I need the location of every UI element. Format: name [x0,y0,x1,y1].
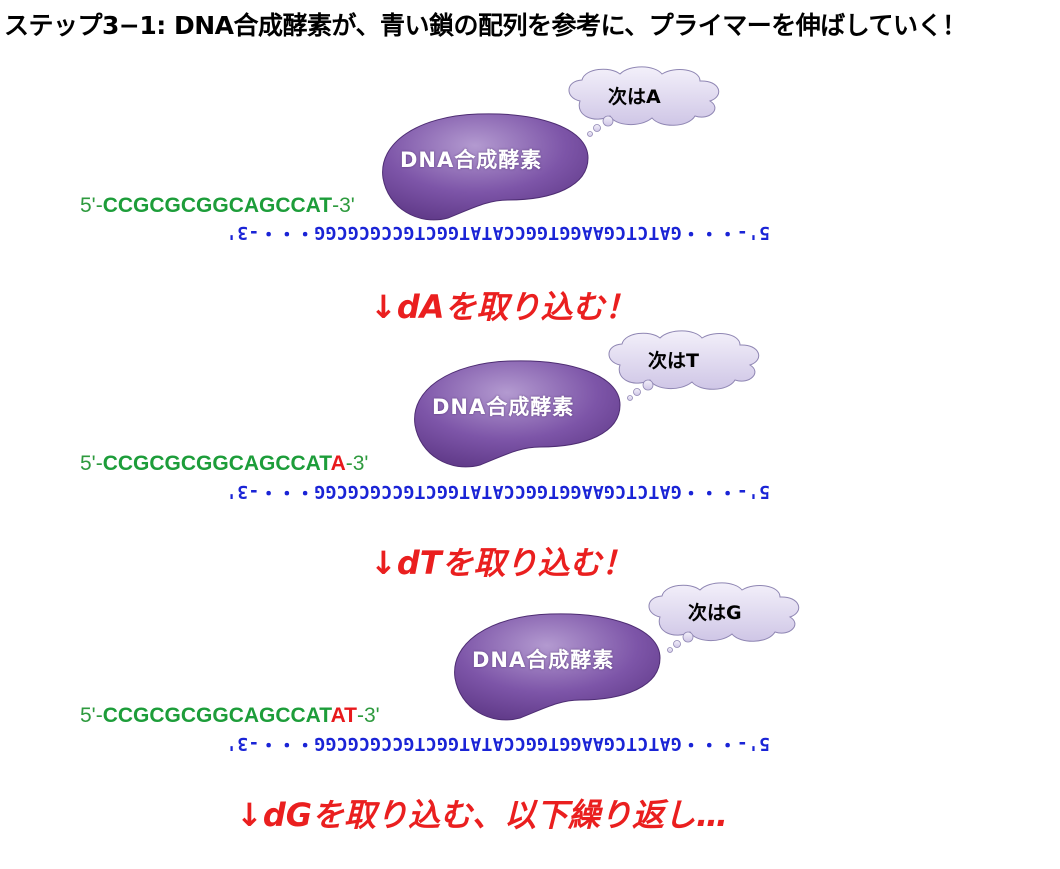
speech-cloud: 次はA [560,66,730,137]
enzyme-label: DNA合成酵素 [472,648,615,672]
template-strand: 5'-・・・GATCTCGAAGGTGGCCATATGGCTGCCGCGCGG・… [225,733,770,754]
added-nucleotides: AT [330,704,357,727]
template-strand: 5'-・・・GATCTCGAAGGTGGCCATATGGCTGCCGCGCGG・… [225,222,770,243]
primer-3-end: -3' [332,194,355,217]
primer-strand: 5'-CCGCGCGGCAGCCATAT-3' [80,704,380,728]
primer-3-end: -3' [345,452,369,475]
primer-5-end: 5'- [80,194,103,217]
primer-3-end: -3' [357,704,380,727]
speech-cloud: 次はT [600,330,770,401]
step-arrow-text: ↓dTを取り込む！ [370,544,634,582]
dna-polymerase-shape: DNA合成酵素 [378,108,593,228]
page-title: ステップ3−1: DNA合成酵素が、青い鎖の配列を参考に、プライマーを伸ばしてい… [4,11,967,40]
primer-strand: 5'-CCGCGCGGCAGCCAT-3' [80,194,355,218]
step-arrow-text: ↓dAを取り込む！ [370,288,637,326]
primer-5-end: 5'- [80,704,103,727]
primer-5-end: 5'- [80,452,103,475]
primer-sequence: CCGCGCGGCAGCCAT [102,704,331,727]
step-arrow-text: ↓dGを取り込む、以下繰り返し… [236,796,728,834]
primer-strand: 5'-CCGCGCGGCAGCCATA-3' [80,452,368,476]
template-strand: 5'-・・・GATCTCGAAGGTGGCCATATGGCTGCCGCGCGG・… [225,481,770,502]
enzyme-label: DNA合成酵素 [432,395,575,419]
primer-sequence: CCGCGCGGCAGCCAT [102,452,331,475]
primer-sequence: CCGCGCGGCAGCCAT [102,194,333,217]
dna-polymerase-shape: DNA合成酵素 [410,355,625,475]
cloud-label: 次はA [608,86,661,108]
added-nucleotides: A [330,452,346,475]
dna-polymerase-shape: DNA合成酵素 [450,608,665,728]
speech-cloud: 次はG [640,582,810,653]
cloud-label: 次はG [688,602,742,624]
cloud-label: 次はT [648,350,699,372]
enzyme-label: DNA合成酵素 [400,148,543,172]
